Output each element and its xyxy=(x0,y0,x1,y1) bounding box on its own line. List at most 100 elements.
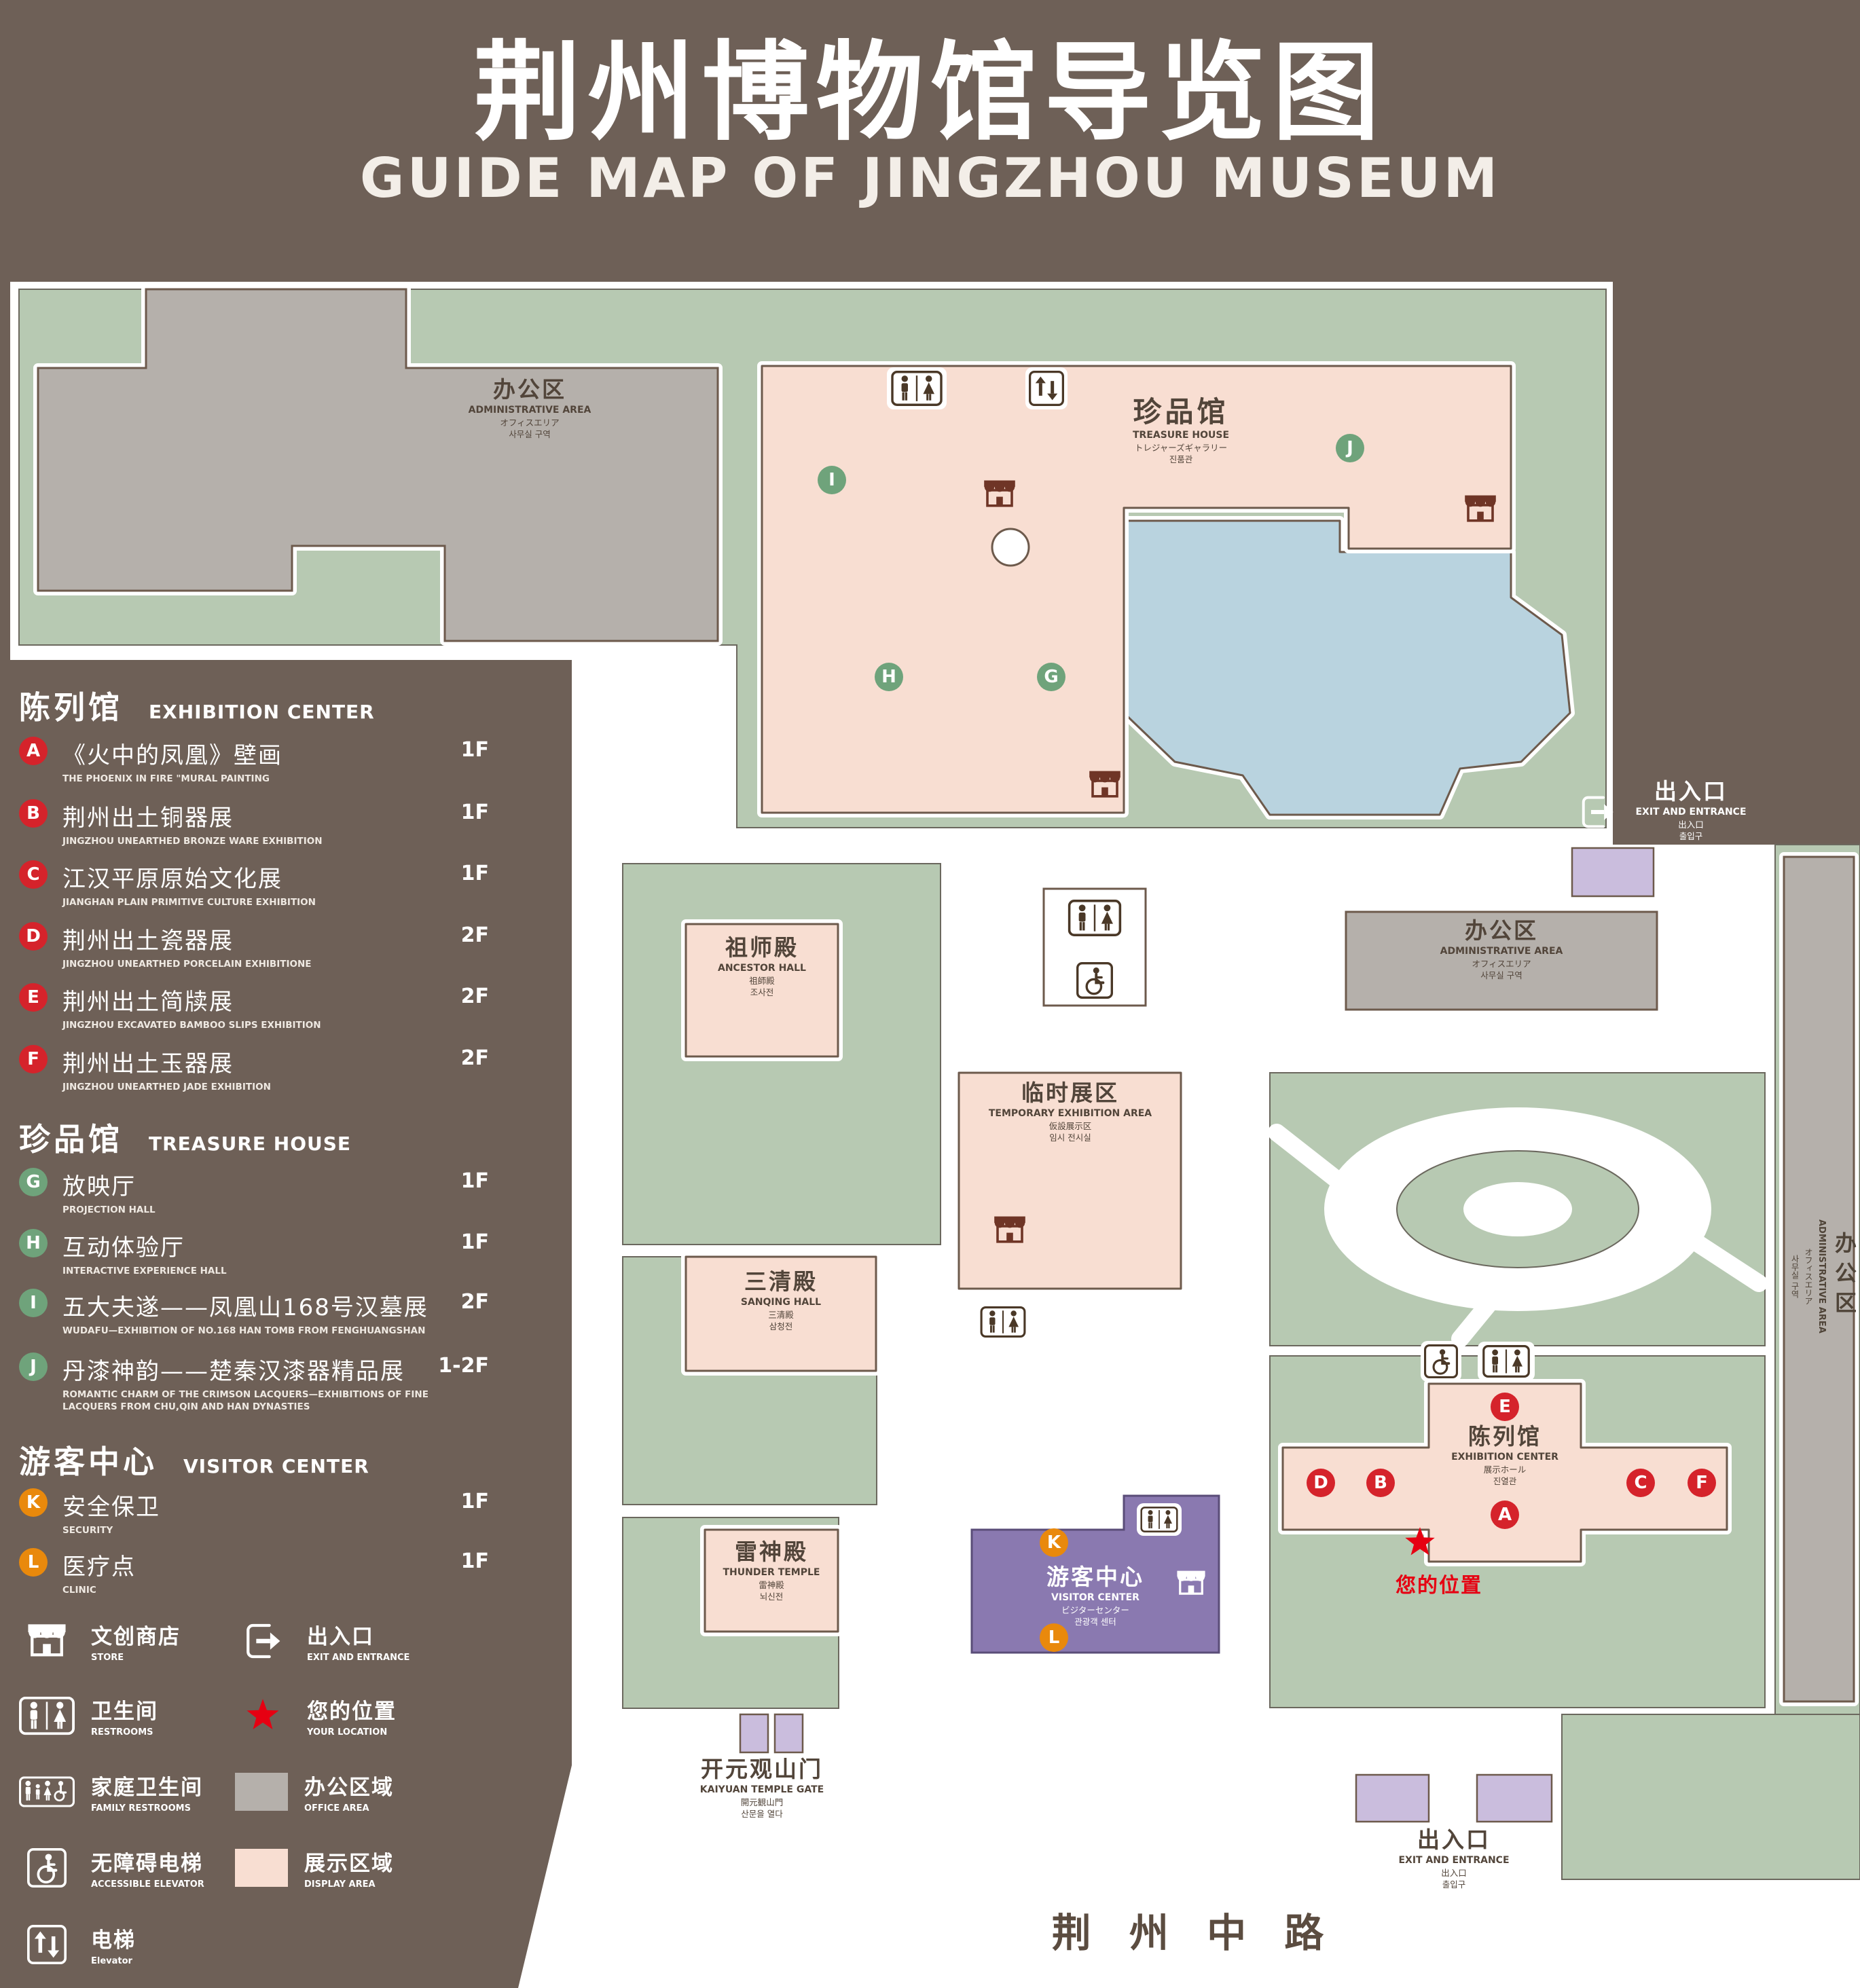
label-zh: 办公区 xyxy=(492,376,566,403)
legend-symbol-display-area: 展示区域 DISPLAY AREA xyxy=(235,1846,394,1890)
store-icon xyxy=(990,1214,1029,1247)
section-title-zh: 珍品馆 xyxy=(19,1121,123,1158)
legend-marker-j: J xyxy=(19,1352,48,1381)
label-zh: 陈列馆 xyxy=(1468,1423,1542,1450)
symbol-en: RESTROOMS xyxy=(91,1727,153,1737)
legend-item-floor: 1F xyxy=(460,738,489,762)
legend-item-zh: 荆州出土玉器展 xyxy=(62,1050,234,1078)
entrance-pad-south xyxy=(1476,1773,1553,1823)
legend-marker-f: F xyxy=(19,1045,48,1073)
label-en: EXIT AND ENTRANCE xyxy=(1398,1854,1510,1866)
symbol-zh: 展示区域 xyxy=(304,1852,394,1876)
legend-item-en: SECURITY xyxy=(62,1525,113,1536)
legend-item-floor: 1F xyxy=(460,1490,489,1513)
label-zh: 出入口 xyxy=(1654,778,1728,805)
legend-item-en: JINGZHOU UNEARTHED JADE EXHIBITION xyxy=(62,1082,271,1092)
label-thunder-temple: 雷神殿 THUNDER TEMPLE 雷神殿 뇌신전 xyxy=(723,1539,820,1602)
legend-item-floor: 2F xyxy=(460,1290,489,1314)
legend-item-l: L 医疗点 CLINIC 1F xyxy=(19,1548,489,1597)
building-thunder-temple xyxy=(704,1528,839,1633)
label-sanqing-hall: 三清殿 SANQING HALL 三清殿 삼청전 xyxy=(741,1268,821,1331)
map-marker-c: C xyxy=(1626,1469,1655,1497)
legend-item-floor: 1F xyxy=(460,1549,489,1573)
label-ko: 관광객 센터 xyxy=(1074,1616,1116,1627)
legend-item-en: WUDAFU—EXHIBITION OF NO.168 HAN TOMB FRO… xyxy=(62,1325,426,1336)
map-marker-j: J xyxy=(1336,434,1364,462)
symbol-zh: 无障碍电梯 xyxy=(91,1852,203,1876)
label-admin-east: 办公区 ADMINISTRATIVE AREA オフィスエリア 사무실 구역 xyxy=(1440,917,1563,980)
label-ja: オフィスエリア xyxy=(1804,1248,1813,1305)
symbol-en: OFFICE AREA xyxy=(304,1803,369,1814)
symbol-zh: 电梯 xyxy=(91,1928,136,1953)
symbol-zh: 办公区域 xyxy=(304,1775,394,1800)
legend-item-en: JINGZHOU UNEARTHED BRONZE WARE EXHIBITIO… xyxy=(62,836,323,847)
legend-item-zh: 丹漆神韵——楚秦汉漆器精品展 xyxy=(62,1358,405,1385)
label-zh: 三清殿 xyxy=(744,1268,818,1295)
legend-marker-b: B xyxy=(19,799,48,828)
location-star-icon xyxy=(235,1696,291,1735)
legend-marker-h: H xyxy=(19,1229,48,1257)
legend-item-floor: 1F xyxy=(460,1230,489,1254)
legend-item-b: B 荆州出土铜器展 JINGZHOU UNEARTHED BRONZE WARE… xyxy=(19,799,489,848)
legend-item-zh: 荆州出土简牍展 xyxy=(62,989,234,1016)
label-zh: 办公区 xyxy=(1831,1232,1857,1321)
legend-marker-e: E xyxy=(19,983,48,1012)
section-title-en: VISITOR CENTER xyxy=(183,1455,369,1477)
label-ja: トレジャーズギャラリー xyxy=(1134,442,1228,453)
label-zh: 办公区 xyxy=(1464,917,1538,944)
section-title-en: EXHIBITION CENTER xyxy=(149,701,375,723)
label-zh: 开元观山门 xyxy=(700,1756,823,1782)
store-icon xyxy=(1173,1568,1209,1598)
label-en: KAIYUAN TEMPLE GATE xyxy=(699,1784,824,1795)
legend-section-visitor-center: 游客中心 VISITOR CENTER xyxy=(19,1437,369,1482)
map-marker-l: L xyxy=(1040,1623,1068,1652)
legend-symbol-accessible-elevator: 无障碍电梯 ACCESSIBLE ELEVATOR xyxy=(19,1846,204,1890)
legend-marker-i: I xyxy=(19,1289,48,1317)
legend-item-en: JIANGHAN PLAIN PRIMITIVE CULTURE EXHIBIT… xyxy=(62,897,316,908)
label-ko: 임시 전시실 xyxy=(1049,1132,1091,1143)
gate-pad xyxy=(773,1713,804,1754)
label-ja: 祖師殿 xyxy=(749,975,775,986)
legend-item-zh: 《火中的凤凰》壁画 xyxy=(62,742,282,769)
accessible-elevator-icon xyxy=(19,1848,75,1888)
label-ja: 開元観山門 xyxy=(740,1797,784,1807)
label-en: ADMINISTRATIVE AREA xyxy=(1817,1219,1827,1333)
symbol-en: FAMILY RESTROOMS xyxy=(91,1803,191,1814)
label-ko: 삼청전 xyxy=(769,1321,793,1331)
legend-marker-g: G xyxy=(19,1168,48,1196)
symbol-zh: 文创商店 xyxy=(91,1625,181,1649)
legend-item-zh: 江汉平原原始文化展 xyxy=(62,866,282,893)
display-area-swatch xyxy=(235,1849,288,1887)
legend-symbol-family-restrooms: 家庭卫生间 FAMILY RESTROOMS xyxy=(19,1770,203,1814)
label-ko: 사무실 구역 xyxy=(509,428,551,439)
legend-item-floor: 1F xyxy=(460,862,489,885)
legend-item-i: I 五大夫遂——凤凰山168号汉墓展 WUDAFU—EXHIBITION OF … xyxy=(19,1289,489,1338)
map-marker-k: K xyxy=(1040,1528,1068,1557)
your-location-star-icon xyxy=(1403,1526,1437,1560)
map-marker-d: D xyxy=(1307,1469,1335,1497)
restroom-icon xyxy=(1137,1503,1182,1536)
map-marker-i: I xyxy=(818,466,846,494)
label-zh: 出入口 xyxy=(1417,1826,1491,1853)
page-title: 荆州博物馆导览图 xyxy=(473,31,1387,155)
label-ko: 출입구 xyxy=(1679,830,1703,841)
label-ja: 仮設展示区 xyxy=(1048,1120,1092,1131)
map-marker-e: E xyxy=(1491,1393,1519,1421)
label-zh: 临时展区 xyxy=(1021,1080,1119,1106)
legend-item-zh: 荆州出土铜器展 xyxy=(62,805,234,832)
symbol-en: STORE xyxy=(91,1653,124,1663)
courtyard-circle xyxy=(991,528,1030,567)
label-exhibition-center: 陈列馆 EXHIBITION CENTER 展示ホール 진열관 xyxy=(1451,1424,1558,1486)
building-treasure-house xyxy=(761,365,1512,814)
legend-marker-k: K xyxy=(19,1488,48,1517)
label-treasure-house: 珍品馆 TREASURE HOUSE トレジャーズギャラリー 진품관 xyxy=(1133,396,1229,464)
legend-item-h: H 互动体验厅 INTERACTIVE EXPERIENCE HALL 1F xyxy=(19,1229,489,1278)
label-kaiyuan-gate: 开元观山门 KAIYUAN TEMPLE GATE 開元観山門 산문을 열다 xyxy=(699,1756,824,1819)
symbol-en: YOUR LOCATION xyxy=(307,1727,388,1737)
exit-icon xyxy=(1579,794,1616,830)
label-zh: 珍品馆 xyxy=(1133,395,1229,428)
building-ancestor-hall xyxy=(685,923,839,1058)
label-temporary-exhibition: 临时展区 TEMPORARY EXHIBITION AREA 仮設展示区 임시 … xyxy=(989,1080,1152,1143)
